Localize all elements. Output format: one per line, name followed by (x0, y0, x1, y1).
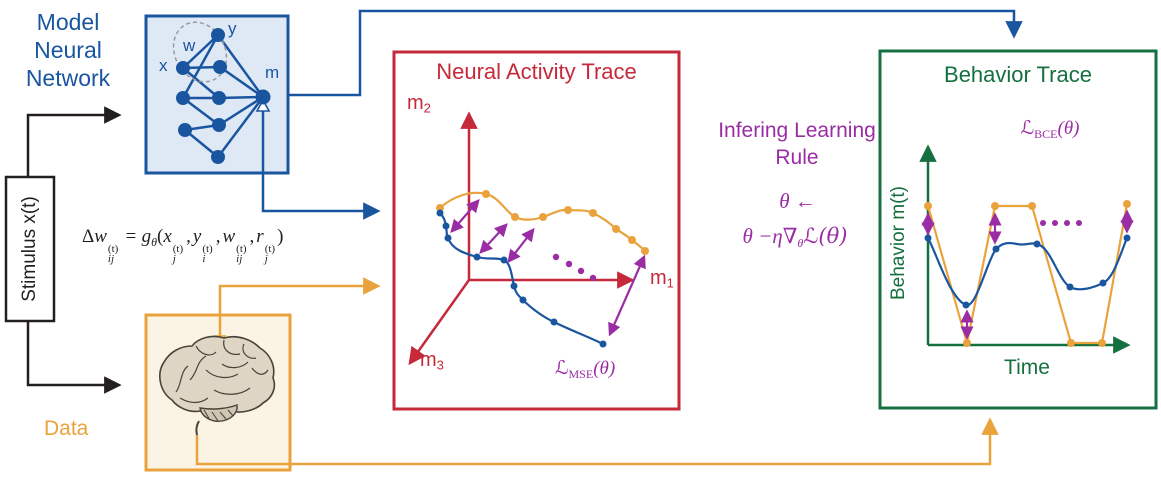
axis-label-m2: m2 (407, 92, 431, 116)
behavior-x-axis-label: Time (1004, 356, 1050, 379)
node-label-m: m (265, 63, 280, 82)
model-trajectory-points (436, 209, 607, 348)
stimulus-to-model-arrow (26, 106, 122, 177)
axis-label-m3: m3 (420, 349, 444, 373)
node-y (211, 28, 225, 42)
brain-cerebellum-hatching (203, 409, 234, 422)
node-m (255, 89, 271, 105)
neural-trace-model-trajectory (436, 209, 607, 348)
axis-label-m1: m1 (650, 267, 674, 291)
ellipsis-dots-neural (552, 253, 597, 282)
node-x (176, 61, 190, 75)
neural-trace-error-arrows (450, 199, 646, 337)
brain-gyri (175, 339, 269, 404)
update-rule-line1: θ ← (779, 189, 816, 213)
behavior-error-arrows (921, 209, 1134, 340)
behavior-trace-box (878, 49, 1158, 410)
node-label-w: w (183, 36, 196, 55)
behavior-y-axis-label: Behavior m(t) (888, 185, 909, 301)
mse-loss-label: ℒMSE(θ) (554, 357, 616, 382)
eq-delta: Δ (82, 226, 95, 247)
behavior-target-waveform (924, 200, 1131, 347)
model-curve-points (924, 234, 1131, 309)
brain-stem (195, 420, 200, 436)
target-waveform-points (924, 200, 1131, 347)
neural-trace-target-trajectory (436, 190, 649, 255)
bce-loss-label: ℒBCE(θ) (1020, 117, 1080, 142)
inferring-learning-rule-title: Infering Learning Rule (718, 119, 876, 170)
stimulus-box (4, 175, 56, 323)
model-network-title: Model Neural Network (25, 9, 111, 92)
behavior-trace-axes (919, 144, 1131, 354)
model-to-behavior-arrow (288, 9, 1023, 97)
node-label-y: y (228, 19, 237, 38)
behavior-model-curve (924, 234, 1131, 309)
data-label: Data (44, 417, 89, 440)
neural-activity-trace-title: Neural Activity Trace (436, 59, 637, 84)
target-trajectory-points (436, 190, 649, 255)
network-nodes (176, 28, 271, 164)
node-label-x: x (159, 56, 168, 75)
neural-net-graph (172, 21, 271, 164)
readout-arrowhead-model (255, 98, 271, 112)
model-to-neural-trace-arrow (255, 98, 381, 220)
update-rule-line2: θ −η∇θℒ(θ) (742, 224, 848, 251)
neural-activity-trace-box (392, 50, 681, 411)
weight-update-equation: Δw(t)ij = gθ(x(t)j,y(t)i,w(t)ij,r(t)j) (82, 226, 284, 265)
ellipsis-dots-behavior (1040, 220, 1082, 226)
brain-illustration (159, 335, 276, 436)
behavior-trace-title: Behavior Trace (944, 62, 1092, 87)
stimulus-to-data-arrow (26, 321, 122, 394)
data-to-behavior-arrow (195, 417, 999, 466)
neural-trace-axes (408, 111, 635, 366)
stimulus-label: Stimulus x(t) (19, 196, 40, 302)
